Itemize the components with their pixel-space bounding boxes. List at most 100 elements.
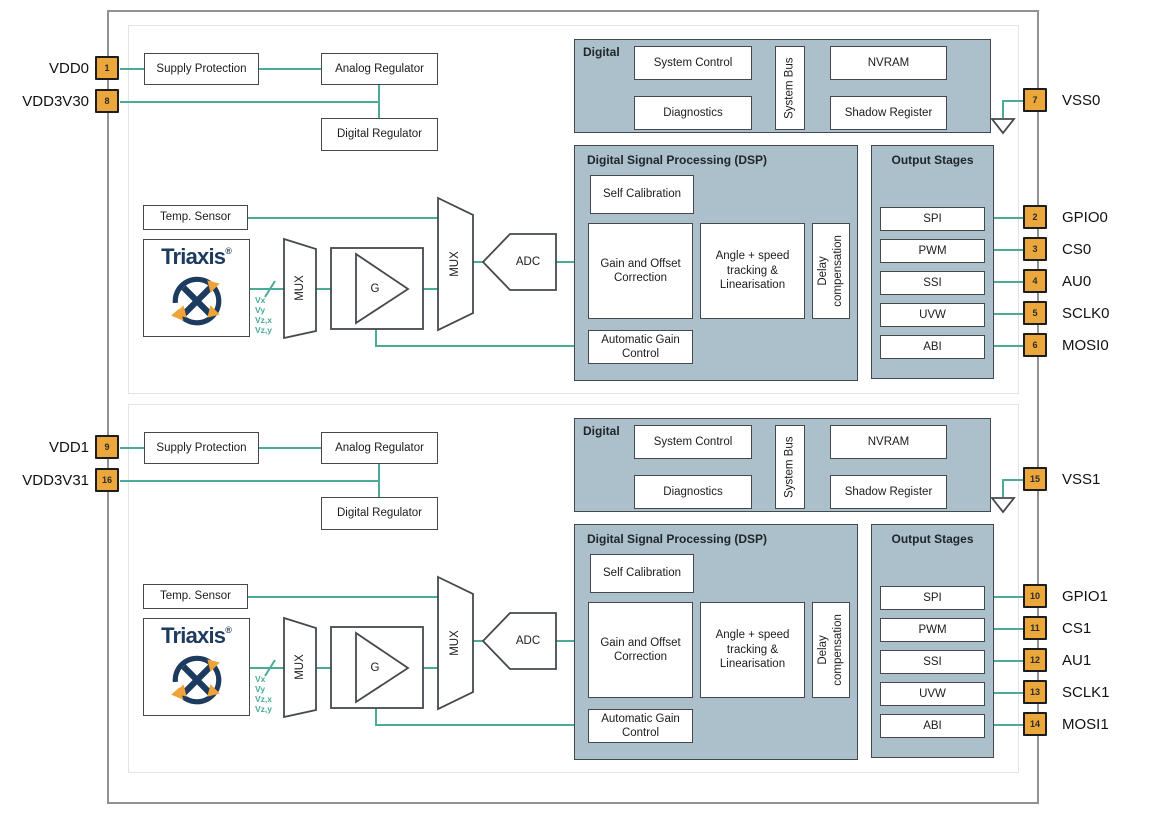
pin-cs1: 11 CS1 [1023,616,1091,640]
signal-labels: Vx Vy Vz,x Vz,y [255,295,273,335]
mux-output-symbol [437,196,474,332]
ground-symbol [990,118,1016,135]
abi-box: ABI [880,714,985,738]
triaxis-wordmark: Triaxis® [161,623,232,648]
uvw-box: UVW [880,303,985,327]
adc-symbol [481,612,557,670]
pin-square: 7 [1023,88,1047,112]
mux-output-label: MUX [449,630,461,656]
pin-mosi1: 14 MOSI1 [1023,712,1109,736]
automatic-gain-control-box: Automatic Gain Control [588,330,693,364]
pin-square: 10 [1023,584,1047,608]
triaxis-sensor-box: Triaxis® [143,618,250,716]
signal-labels: Vx Vy Vz,x Vz,y [255,674,273,714]
adc-label: ADC [516,256,540,268]
supply-protection-box: Supply Protection [144,432,259,464]
pin-square: 3 [1023,237,1047,261]
pin-vdd1: VDD1 9 [8,435,119,459]
diagnostics-box: Diagnostics [634,475,752,509]
dsp-block-label: Digital Signal Processing (DSP) [587,153,768,167]
digital-block-label: Digital [583,424,620,438]
system-bus-box: System Bus [775,46,805,130]
output-stages-label: Output Stages [891,153,974,167]
pin-vdd0: VDD0 1 [8,56,119,80]
pwm-box: PWM [880,618,985,642]
mux-output-symbol [437,575,474,711]
pin-square: 15 [1023,467,1047,491]
pin-square: 1 [95,56,119,80]
supply-protection-box: Supply Protection [144,53,259,85]
pin-vss1: 15 VSS1 [1023,467,1100,491]
temp-sensor-box: Temp. Sensor [143,205,248,230]
pin-mosi0: 6 MOSI0 [1023,333,1109,357]
adc-label: ADC [516,635,540,647]
pin-square: 9 [95,435,119,459]
digital-regulator-box: Digital Regulator [321,497,438,530]
channel-0: MUX G MUX ADC Supply Protection Analog R… [120,25,1024,394]
gain-amp-triangle [355,631,410,704]
gain-amp-box [330,626,424,709]
shadow-register-box: Shadow Register [830,475,947,509]
triaxis-logo-icon [170,655,221,705]
pin-cs0: 3 CS0 [1023,237,1091,261]
pin-sclk0: 5 SCLK0 [1023,301,1110,325]
channel-1: MUX G MUX ADC Supply Protection Analog R… [120,404,1024,773]
pin-vdd3v31: VDD3V31 16 [8,468,119,492]
triaxis-logo-icon [170,276,221,326]
pin-au1: 12 AU1 [1023,648,1091,672]
pin-square: 5 [1023,301,1047,325]
triaxis-wordmark: Triaxis® [161,244,232,269]
triaxis-sensor-box: Triaxis® [143,239,250,337]
angle-speed-box: Angle + speed tracking & Linearisation [700,223,805,319]
digital-regulator-box: Digital Regulator [321,118,438,151]
pin-vdd3v30: VDD3V30 8 [8,89,119,113]
pin-gpio1: 10 GPIO1 [1023,584,1108,608]
angle-speed-box: Angle + speed tracking & Linearisation [700,602,805,698]
output-stages-block: Output Stages SPI PWM SSI UVW ABI [871,524,994,758]
pin-square: 8 [95,89,119,113]
system-control-box: System Control [634,425,752,459]
pin-square: 12 [1023,648,1047,672]
gain-offset-box: Gain and Offset Correction [588,223,693,319]
spi-box: SPI [880,586,985,610]
ground-symbol [990,497,1016,514]
nvram-box: NVRAM [830,425,947,459]
pin-square: 4 [1023,269,1047,293]
pin-square: 2 [1023,205,1047,229]
pin-square: 16 [95,468,119,492]
shadow-register-box: Shadow Register [830,96,947,130]
pin-au0: 4 AU0 [1023,269,1091,293]
mux-input-label: MUX [294,654,306,680]
system-bus-box: System Bus [775,425,805,509]
output-stages-block: Output Stages SPI PWM SSI UVW ABI [871,145,994,379]
pin-square: 14 [1023,712,1047,736]
mux-output-label: MUX [449,251,461,277]
digital-block: Digital System Control Diagnostics Syste… [574,39,991,133]
gain-amp-label: G [371,662,380,674]
mux-input-label: MUX [294,275,306,301]
delay-compensation-box: Delay compensation [812,602,850,698]
pin-gpio0: 2 GPIO0 [1023,205,1108,229]
output-stages-label: Output Stages [891,532,974,546]
delay-compensation-box: Delay compensation [812,223,850,319]
analog-regulator-box: Analog Regulator [321,432,438,464]
pin-square: 13 [1023,680,1047,704]
dsp-block: Digital Signal Processing (DSP) Self Cal… [574,145,858,381]
self-calibration-box: Self Calibration [590,554,694,593]
pin-square: 11 [1023,616,1047,640]
pin-sclk1: 13 SCLK1 [1023,680,1110,704]
spi-box: SPI [880,207,985,231]
self-calibration-box: Self Calibration [590,175,694,214]
adc-symbol [481,233,557,291]
digital-block: Digital System Control Diagnostics Syste… [574,418,991,512]
nvram-box: NVRAM [830,46,947,80]
dsp-block-label: Digital Signal Processing (DSP) [587,532,768,546]
system-control-box: System Control [634,46,752,80]
pin-square: 6 [1023,333,1047,357]
gain-amp-label: G [371,283,380,295]
analog-regulator-box: Analog Regulator [321,53,438,85]
ssi-box: SSI [880,650,985,674]
gain-offset-box: Gain and Offset Correction [588,602,693,698]
dsp-block: Digital Signal Processing (DSP) Self Cal… [574,524,858,760]
